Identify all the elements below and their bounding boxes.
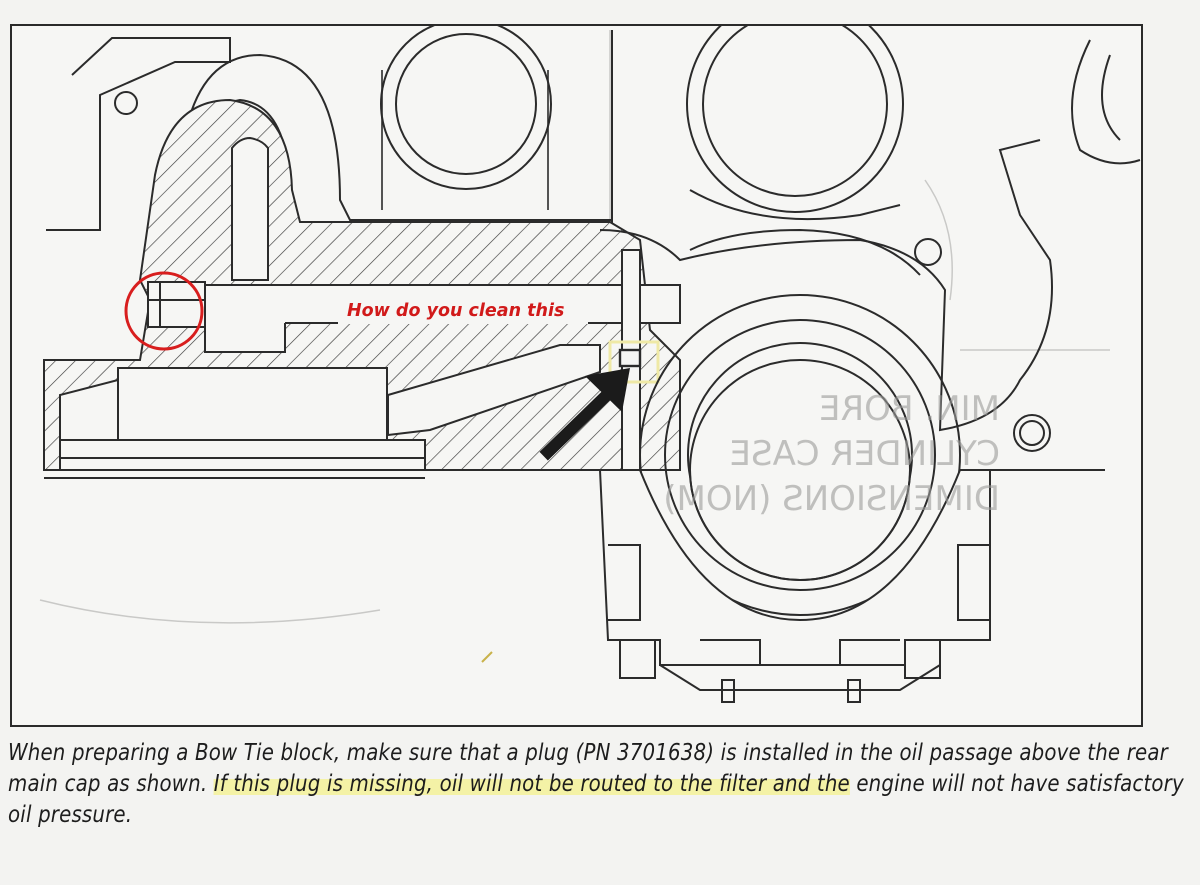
oil-gallery-plug: [147, 281, 206, 328]
svg-text:CYLINDER CASE: CYLINDER CASE: [730, 434, 1000, 474]
svg-text:MIN. BORE: MIN. BORE: [819, 389, 1000, 429]
cylinder-bore-2: [686, 26, 904, 213]
caption-highlight: If this plug is missing, oil will not be…: [213, 771, 850, 797]
main-cap: [598, 469, 991, 666]
main-bearing-bore: [639, 294, 961, 616]
caption-text: When preparing a Bow Tie block, make sur…: [8, 740, 1168, 797]
main-cap-pad: [59, 367, 426, 471]
bolt-hole-top-left: [114, 91, 138, 115]
caption-text-end: engine will not have satisfactory oil pr…: [8, 771, 1184, 828]
dowel-hole-lower-right: [1013, 414, 1051, 452]
annotation-label: How do you clean this: [347, 301, 564, 321]
pointer-arrow-icon: [539, 368, 630, 461]
cap-bolt-left: [619, 639, 656, 679]
block-outline-left: [46, 37, 231, 231]
red-circle-marker: [124, 271, 204, 351]
cap-bolt-right: [904, 639, 941, 679]
figure-caption: When preparing a Bow Tie block, make sur…: [8, 738, 1188, 831]
svg-text:DIMENSIONS (NOM): DIMENSIONS (NOM): [663, 479, 1000, 519]
cylinder-bore-1: [380, 26, 552, 190]
passage-plug: [618, 348, 642, 368]
dowel-hole-right: [914, 238, 942, 266]
